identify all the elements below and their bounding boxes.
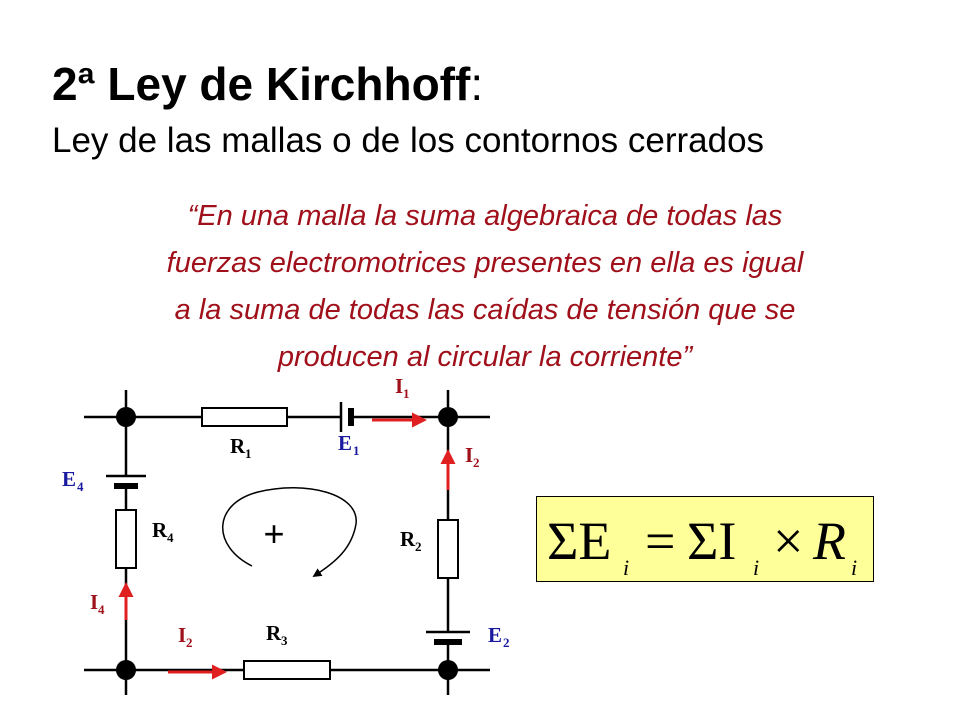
label-i2-top: I 2 bbox=[465, 443, 480, 470]
svg-text:I: I bbox=[395, 374, 403, 398]
battery-e1 bbox=[339, 402, 354, 432]
formula-box: ΣE i = ΣI i × R i bbox=[536, 496, 874, 582]
resistor-r3 bbox=[243, 660, 331, 680]
battery-e4 bbox=[106, 474, 146, 489]
resistor-r2 bbox=[437, 519, 459, 579]
svg-text:R: R bbox=[152, 518, 168, 542]
svg-text:R: R bbox=[266, 621, 282, 645]
node-bottom-right bbox=[438, 660, 458, 680]
slide-title: 2ª Ley de Kirchhoff: bbox=[52, 58, 483, 110]
svg-text:4: 4 bbox=[167, 530, 174, 545]
svg-text:2: 2 bbox=[503, 635, 510, 650]
slide-subtitle: Ley de las mallas o de los contornos cer… bbox=[52, 121, 765, 160]
svg-text:E: E bbox=[488, 623, 502, 647]
law-statement: “En una malla la suma algebraica de toda… bbox=[40, 193, 930, 381]
resistor-r4 bbox=[115, 509, 137, 569]
label-e4: E 4 bbox=[62, 467, 84, 494]
label-i2-bottom: I 2 bbox=[178, 623, 193, 650]
formula-sum-e: ΣE bbox=[547, 511, 611, 571]
quote-line-4: producen al circular la corriente” bbox=[277, 341, 693, 373]
node-top-left bbox=[116, 407, 136, 427]
quote-line-2: fuerzas electromotrices presentes en ell… bbox=[166, 247, 804, 279]
svg-text:E: E bbox=[62, 467, 76, 491]
battery-e2 bbox=[426, 630, 470, 645]
loop-sign: + bbox=[263, 513, 284, 554]
formula-sub-1: i bbox=[623, 555, 629, 580]
quote-line-1: “En una malla la suma algebraica de toda… bbox=[187, 200, 783, 232]
svg-text:I: I bbox=[178, 623, 186, 647]
label-e1: E 1 bbox=[338, 431, 360, 458]
node-top-right bbox=[438, 407, 458, 427]
svg-text:R: R bbox=[400, 527, 416, 551]
formula-times: × bbox=[773, 511, 803, 571]
formula-r: R bbox=[812, 511, 846, 571]
title-text: 2ª Ley de Kirchhoff bbox=[52, 58, 471, 110]
formula-sum-i: ΣI bbox=[687, 511, 736, 571]
label-i1: I 1 bbox=[395, 374, 410, 401]
svg-text:3: 3 bbox=[281, 633, 288, 648]
svg-text:1: 1 bbox=[245, 446, 252, 461]
formula-sub-2: i bbox=[753, 555, 759, 580]
svg-text:2: 2 bbox=[186, 635, 193, 650]
label-r2: R 2 bbox=[400, 527, 422, 554]
formula-sub-3: i bbox=[851, 555, 857, 580]
loop-direction-arrow bbox=[222, 486, 357, 577]
label-r1: R 1 bbox=[230, 434, 252, 461]
svg-text:R: R bbox=[230, 434, 246, 458]
resistor-r1 bbox=[201, 407, 288, 427]
label-r4: R 4 bbox=[152, 518, 174, 545]
node-bottom-left bbox=[116, 660, 136, 680]
label-e2: E 2 bbox=[488, 623, 510, 650]
formula: ΣE i = ΣI i × R i bbox=[547, 511, 857, 580]
formula-equals: = bbox=[645, 511, 675, 571]
label-i4: I 4 bbox=[90, 590, 105, 617]
svg-text:I: I bbox=[465, 443, 473, 467]
svg-text:2: 2 bbox=[415, 539, 422, 554]
svg-text:I: I bbox=[90, 590, 98, 614]
label-r3: R 3 bbox=[266, 621, 288, 648]
svg-text:4: 4 bbox=[98, 602, 105, 617]
title-colon: : bbox=[470, 58, 484, 110]
quote-line-3: a la suma de todas las caídas de tensión… bbox=[174, 294, 796, 326]
svg-text:4: 4 bbox=[77, 479, 84, 494]
svg-text:1: 1 bbox=[353, 443, 360, 458]
svg-text:E: E bbox=[338, 431, 352, 455]
svg-text:2: 2 bbox=[473, 455, 480, 470]
svg-text:1: 1 bbox=[403, 386, 410, 401]
